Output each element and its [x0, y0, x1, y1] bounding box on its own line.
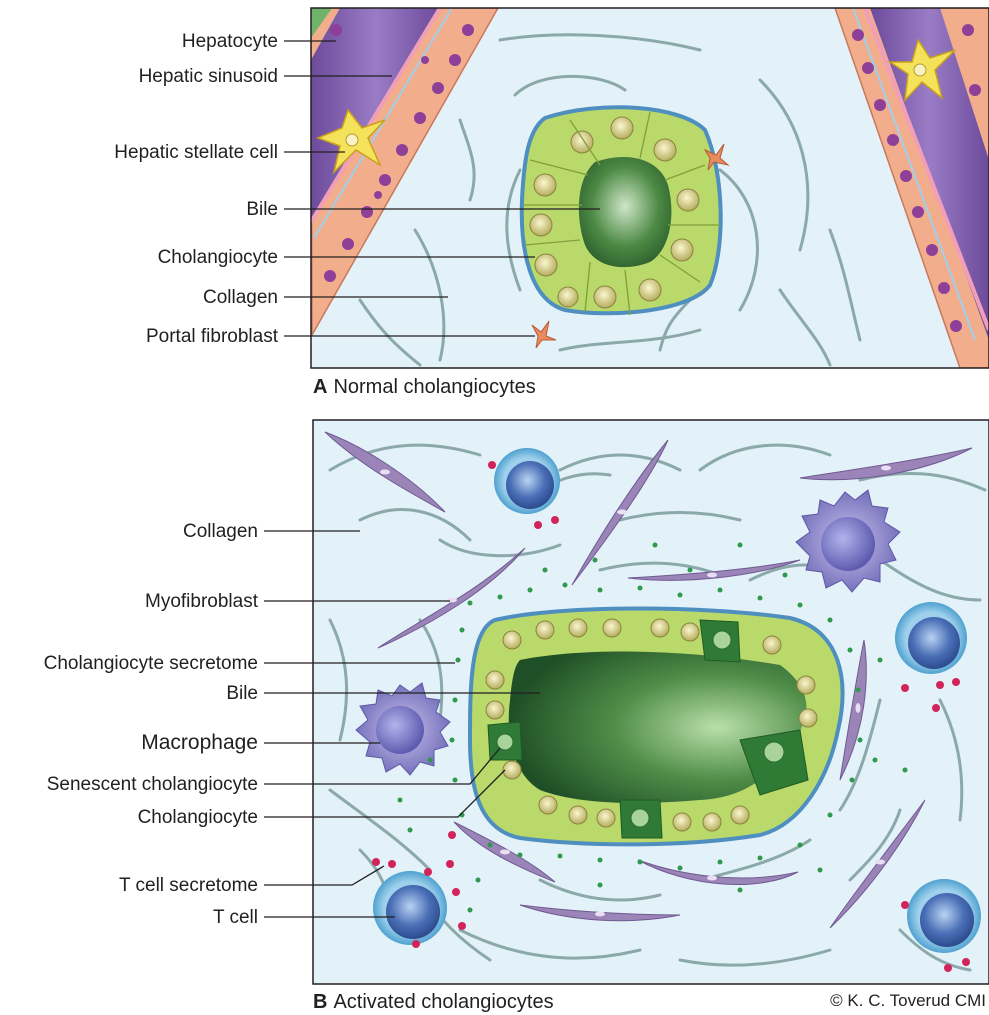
activated-bile-duct	[470, 608, 843, 844]
label-t-cell-secretome: T cell secretome	[119, 875, 258, 896]
label-collagen-b: Collagen	[183, 521, 258, 542]
t-cell	[907, 879, 981, 953]
panel-b-illustration	[313, 420, 989, 984]
copyright-credit: © K. C. Toverud CMI	[830, 991, 986, 1010]
label-collagen-a: Collagen	[203, 287, 278, 308]
label-senescent-cholangiocyte: Senescent cholangiocyte	[47, 774, 258, 795]
panel-b: Collagen Myofibroblast Cholangiocyte sec…	[44, 420, 989, 1013]
label-macrophage: Macrophage	[141, 731, 258, 754]
caption-b-text: Activated cholangiocytes	[333, 991, 553, 1013]
label-cholangiocyte-b: Cholangiocyte	[138, 807, 258, 828]
panel-a: Hepatocyte Hepatic sinusoid Hepatic stel…	[114, 8, 989, 398]
normal-bile-duct	[522, 107, 721, 315]
caption-b-letter: B	[313, 991, 327, 1013]
panel-a-illustration	[311, 8, 989, 368]
caption-b: B Activated cholangiocytes	[313, 991, 554, 1013]
t-cell	[373, 871, 447, 945]
label-hepatocyte: Hepatocyte	[182, 31, 278, 52]
label-bile-b: Bile	[226, 683, 258, 704]
t-cell	[895, 602, 967, 674]
caption-a: A Normal cholangiocytes	[313, 376, 536, 398]
label-bile-a: Bile	[246, 199, 278, 220]
label-portal-fibroblast: Portal fibroblast	[146, 326, 279, 347]
label-myofibroblast: Myofibroblast	[145, 591, 259, 612]
label-cholangiocyte-a: Cholangiocyte	[158, 247, 278, 268]
label-t-cell: T cell	[213, 907, 258, 928]
label-hepatic-sinusoid: Hepatic sinusoid	[139, 66, 278, 87]
caption-a-text: Normal cholangiocytes	[333, 376, 535, 398]
label-cholangiocyte-secretome: Cholangiocyte secretome	[44, 653, 258, 674]
label-hepatic-stellate-cell: Hepatic stellate cell	[114, 142, 278, 163]
caption-a-letter: A	[313, 376, 327, 398]
t-cell	[494, 448, 560, 514]
